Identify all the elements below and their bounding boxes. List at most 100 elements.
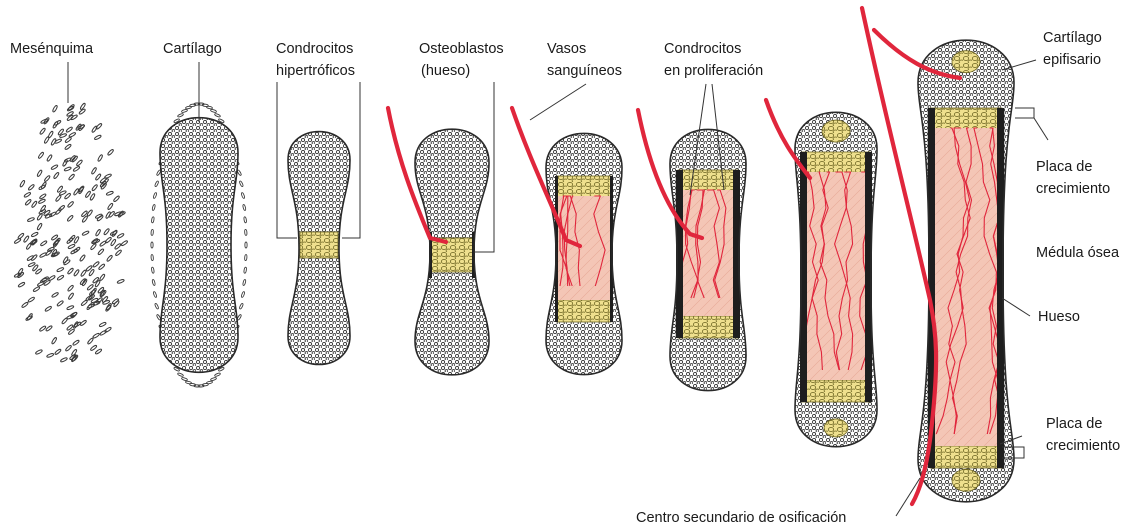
mesenchyme-cell [67, 268, 74, 275]
secondary-ossification-center [952, 469, 980, 491]
mesenchyme-cell [87, 209, 93, 216]
mesenchyme-cell [93, 261, 100, 268]
perichondrium-cell [244, 267, 247, 273]
marrow-cavity [678, 190, 738, 316]
mesenchyme-cell [40, 240, 47, 246]
mesenchyme-cell [39, 128, 46, 135]
mesenchyme-cell [25, 199, 32, 206]
mesenchyme-cell [107, 149, 114, 156]
growth-zone-bottom [678, 316, 738, 338]
mesenchyme-cell [73, 166, 80, 172]
mesenchyme-cell [99, 274, 105, 281]
mesenchyme-cell [28, 297, 35, 303]
mesenchyme-cell [35, 349, 43, 355]
mesenchyme-cell [87, 284, 94, 291]
mesenchyme-cell [33, 286, 40, 292]
perichondrium-cell [245, 242, 247, 248]
leader-growth-plate-top [1034, 118, 1048, 140]
stage-proliferating [670, 129, 746, 390]
mesenchyme-cell [62, 159, 68, 167]
mesenchyme-cell [110, 239, 116, 246]
mesenchyme-cell [17, 233, 24, 240]
mesenchyme-cell [39, 252, 47, 258]
perichondrium-cell [177, 373, 183, 377]
stage-vascular-invasion [546, 133, 622, 374]
mesenchyme-cell [115, 249, 122, 256]
label-hypertrophic-line2: hipertróficos [276, 63, 355, 79]
growth-zone-bottom [557, 300, 611, 322]
mesenchyme-cell [44, 175, 51, 182]
mesenchyme-cell [103, 228, 110, 235]
mesenchyme-cell [105, 211, 111, 219]
mesenchyme-cell [64, 144, 71, 150]
mesenchyme-cell [57, 275, 64, 281]
mesenchyme-cell [68, 293, 74, 300]
mesenchyme-cell [51, 138, 57, 145]
perichondrium-cell [242, 279, 246, 285]
mesenchyme-cell [80, 270, 86, 277]
mesenchyme-cell [52, 105, 58, 113]
mesenchyme-cell [67, 285, 74, 292]
perichondrium-cell [244, 229, 247, 235]
mesenchyme-cell [99, 322, 107, 327]
stage-hypertrophic [288, 132, 350, 365]
secondary-ossification-center [824, 419, 848, 437]
perichondrium-cell [152, 279, 156, 285]
label-proliferating-line2: en proliferación [664, 63, 763, 79]
perichondrium-cell [241, 192, 245, 198]
mesenchyme-cell [38, 152, 44, 159]
perichondrium-cell [210, 377, 216, 381]
stage-primary-ossification [795, 112, 877, 446]
mesenchyme-cell [73, 269, 79, 276]
mesenchyme-cell [121, 240, 128, 246]
mesenchyme-cell [45, 306, 52, 312]
mesenchyme-cell [24, 192, 31, 198]
perichondrium-cell [151, 255, 154, 261]
mesenchyme-cell [54, 349, 61, 356]
mesenchyme-cell [67, 201, 74, 208]
label-osteoblasts-line2: (hueso) [421, 63, 470, 79]
mesenchyme-cell [53, 172, 59, 179]
mesenchyme-cell [31, 201, 37, 208]
label-growth-plate-bottom-line2: crecimiento [1046, 438, 1120, 454]
mesenchyme-cell [92, 277, 99, 284]
mesenchyme-cell [85, 191, 91, 198]
mesenchyme-cell [97, 248, 104, 255]
mesenchyme-cell [38, 199, 46, 204]
perichondrium-cell [239, 303, 244, 309]
mesenchyme-cell [26, 243, 32, 250]
mesenchyme-cell [99, 330, 106, 336]
mesenchyme-cell [18, 282, 26, 288]
mesenchyme-cell [66, 126, 73, 132]
growth-zone-bottom [930, 446, 1002, 468]
mesenchyme-cell [114, 243, 121, 250]
perichondrium-cell [151, 217, 154, 223]
mesenchyme-cell [90, 243, 97, 250]
perichondrium-cell [214, 113, 220, 117]
mesenchyme-cell [51, 292, 59, 298]
perichondrium-cell [181, 377, 187, 381]
mesenchyme-cell [94, 135, 102, 141]
mesenchyme-cell [92, 333, 99, 339]
mesenchyme-cell [82, 230, 90, 236]
stage-cartilage [151, 103, 247, 387]
hypertrophic-zone [431, 238, 473, 272]
mesenchyme-cell [79, 254, 85, 261]
mesenchyme-cell [98, 263, 105, 270]
label-growth-plate-top-line1: Placa de [1036, 159, 1092, 175]
mesenchyme-cell [107, 203, 113, 210]
label-osteoblasts-line1: Osteoblastos [419, 41, 504, 57]
perichondrium-cell [239, 181, 244, 187]
perichondrium-cell [151, 267, 154, 273]
mesenchyme-cell [72, 340, 79, 346]
mesenchyme-cell [46, 154, 52, 161]
label-mesenchyme: Mesénquima [10, 41, 94, 57]
mesenchyme-cell [66, 314, 74, 319]
mesenchyme-cell [45, 213, 53, 218]
label-epiphyseal-line2: epifisario [1043, 52, 1101, 68]
mesenchyme-cell [87, 338, 94, 345]
mesenchyme-cell [65, 137, 72, 144]
label-epiphyseal-line1: Cartílago [1043, 30, 1102, 46]
growth-zone-top [802, 152, 870, 174]
